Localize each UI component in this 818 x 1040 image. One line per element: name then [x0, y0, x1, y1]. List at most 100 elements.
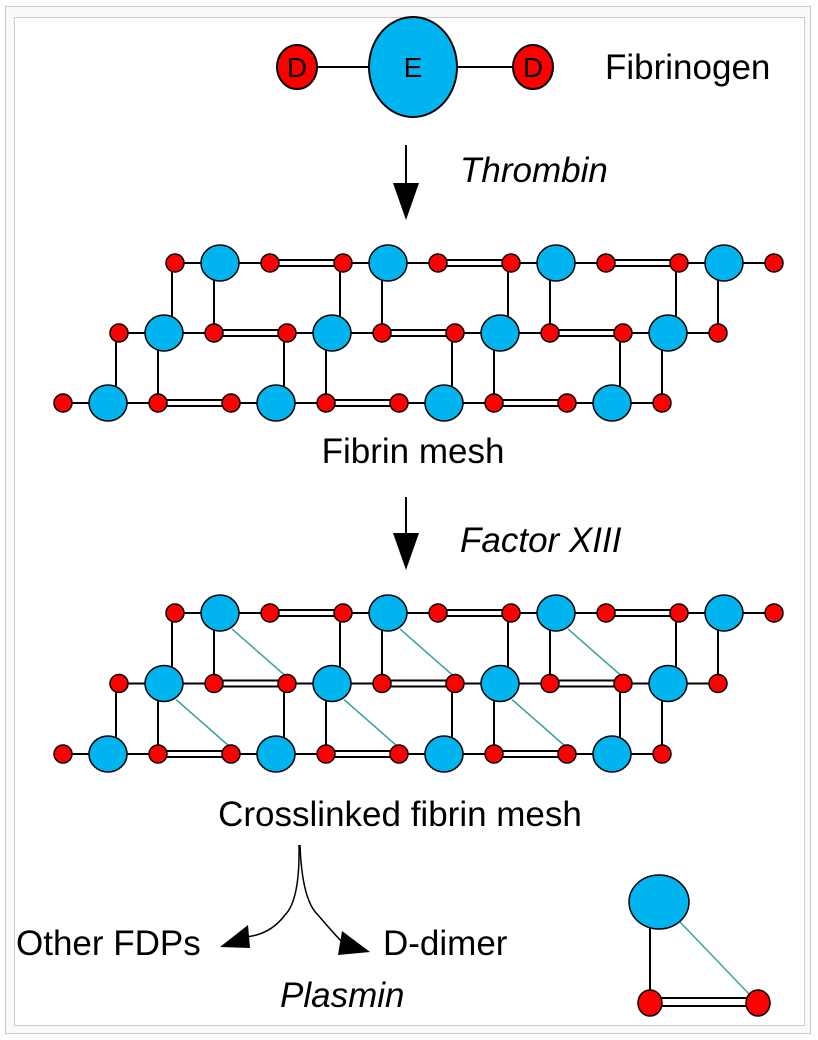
e-domain-node — [368, 244, 408, 282]
e-domain-node — [536, 244, 576, 282]
e-domain-node — [200, 244, 240, 282]
d-domain-node — [596, 603, 616, 623]
e-domain-node — [144, 664, 184, 703]
d-domain-node — [333, 603, 353, 623]
d-domain-node — [148, 744, 168, 764]
d-domain-node — [260, 603, 280, 623]
e-domain-node — [88, 735, 128, 773]
arrow-head-icon — [393, 183, 419, 220]
thrombin-label: Thrombin — [460, 151, 608, 190]
d-domain-node — [221, 393, 241, 413]
d-domain-node — [165, 603, 185, 623]
e-domain-node — [648, 664, 688, 703]
d-domain-node — [260, 253, 280, 273]
d-domain-node — [372, 673, 392, 694]
d-domain-node — [613, 673, 633, 694]
d-domain-node — [277, 323, 297, 343]
d-domain-node — [708, 673, 728, 694]
e-domain-node — [200, 594, 240, 632]
d-domain-node — [53, 393, 73, 413]
arrow-to-other-fdps — [244, 844, 300, 938]
crosslinked-fibrin-mesh — [53, 594, 784, 773]
e-domain-node — [312, 664, 352, 703]
e-domain-node — [480, 664, 520, 703]
d-domain-node — [596, 253, 616, 273]
d-domain-node — [652, 393, 672, 413]
arrow-to-d-dimer — [299, 844, 346, 946]
d-domain-node — [165, 253, 185, 273]
e-domain-node — [256, 384, 296, 422]
e-domain — [368, 16, 458, 118]
d-dimer-label: D-dimer — [383, 924, 508, 963]
d-domain-node — [613, 323, 633, 343]
d-dimer-e-domain — [628, 874, 690, 930]
e-domain-node — [88, 384, 128, 422]
d-domain-node — [221, 744, 241, 764]
fibrinogen-molecule: D E D — [276, 16, 554, 118]
fibrin-mesh — [53, 244, 784, 422]
arrow-head-left-icon — [220, 925, 250, 948]
d-domain-node — [501, 603, 521, 623]
d-domain-node — [109, 673, 129, 694]
d-domain-left — [276, 44, 318, 90]
crosslink — [567, 628, 622, 677]
d-domain-node — [428, 253, 448, 273]
d-domain-node — [148, 393, 168, 413]
d-domain-node — [204, 673, 224, 694]
d-left-label: D — [287, 52, 307, 83]
d-domain-node — [484, 393, 504, 413]
fibrinogen-label: Fibrinogen — [605, 48, 770, 87]
d-domain-node — [484, 744, 504, 764]
d-right-label: D — [523, 52, 543, 83]
d-domain-node — [333, 253, 353, 273]
d-domain-node — [389, 393, 409, 413]
d-domain-node — [316, 744, 336, 764]
d-domain-right — [512, 44, 554, 90]
arrow-head-icon — [393, 533, 419, 570]
d-domain-node — [557, 744, 577, 764]
d-dimer-d-domain-right — [745, 989, 771, 1017]
d-domain-node — [540, 323, 560, 343]
d-domain-node — [540, 673, 560, 694]
plasmin-label: Plasmin — [280, 976, 404, 1015]
e-domain-node — [424, 735, 464, 773]
d-domain-node — [445, 673, 465, 694]
d-domain-node — [764, 253, 784, 273]
d-dimer-crosslink — [679, 921, 751, 996]
arrow-head-right-icon — [338, 931, 370, 955]
d-domain-node — [428, 603, 448, 623]
crosslinked-mesh-label: Crosslinked fibrin mesh — [218, 795, 582, 834]
factor-xiii-label: Factor XIII — [460, 521, 622, 560]
e-domain-node — [704, 244, 744, 282]
e-domain-node — [424, 384, 464, 422]
d-dimer-d-domain-left — [637, 989, 663, 1017]
mesh-nodes — [53, 594, 784, 773]
e-domain-node — [704, 594, 744, 632]
e-label: E — [404, 52, 423, 83]
crosslink — [511, 698, 566, 747]
d-domain-node — [764, 603, 784, 623]
d-domain-node — [557, 393, 577, 413]
mesh-nodes — [53, 244, 784, 422]
crosslink — [399, 628, 454, 677]
e-domain-node — [648, 314, 688, 352]
d-domain-node — [204, 323, 224, 343]
thrombin-arrow — [393, 145, 419, 220]
d-domain-node — [445, 323, 465, 343]
e-domain-node — [144, 314, 184, 352]
crosslink — [175, 698, 230, 747]
d-domain-node — [372, 323, 392, 343]
e-domain-node — [592, 735, 632, 773]
e-domain-node — [592, 384, 632, 422]
other-fdps-label: Other FDPs — [16, 924, 201, 963]
d-domain-node — [708, 323, 728, 343]
d-domain-node — [277, 673, 297, 694]
plasmin-split-arrows — [220, 844, 370, 955]
crosslink — [343, 698, 398, 747]
d-domain-node — [109, 323, 129, 343]
e-domain-node — [368, 594, 408, 632]
d-domain-node — [501, 253, 521, 273]
d-domain-node — [389, 744, 409, 764]
d-domain-node — [53, 744, 73, 764]
